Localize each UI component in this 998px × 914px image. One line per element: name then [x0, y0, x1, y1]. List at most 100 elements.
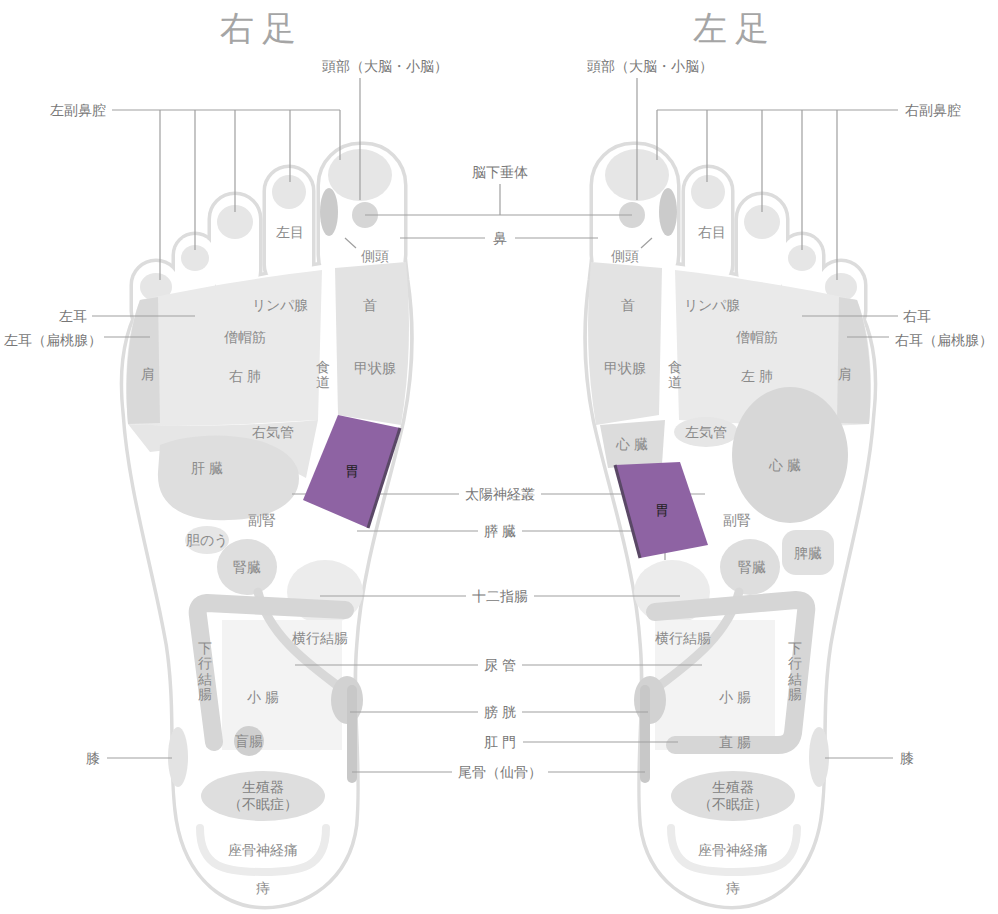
zone-label: 膝	[86, 750, 100, 767]
genital-zone: 生殖器 （不眠症）	[671, 771, 795, 821]
zone-label: 腎臓	[738, 559, 766, 576]
zone-label: 鼻	[493, 230, 507, 247]
zone-label: 十二指腸	[472, 588, 528, 605]
genital-zone: 生殖器 （不眠症）	[201, 771, 325, 821]
foot-outline	[587, 145, 874, 906]
leader-line	[107, 757, 893, 758]
zone-label: 右気管	[252, 424, 294, 441]
leader-line	[360, 78, 637, 200]
foot-title: 右足	[220, 8, 305, 49]
zone-label: 下行結腸	[788, 641, 802, 703]
cecum-zone	[234, 726, 264, 756]
zone-label: 左目	[276, 224, 304, 241]
colon-zone	[198, 603, 345, 742]
zone-label: 生殖器 （不眠症）	[221, 779, 305, 813]
genital-shape	[201, 771, 325, 821]
zone-label: 座骨神経痛	[228, 842, 298, 859]
foot-title: 左足	[693, 8, 778, 49]
zone-label: 副腎	[248, 512, 276, 529]
zone-label: 小 腸	[719, 689, 751, 706]
zone-label: 胆のう	[186, 532, 228, 549]
foot-outline	[123, 145, 410, 906]
zone-label: 膀 胱	[484, 704, 516, 721]
zone-label: 脳下垂体	[472, 164, 528, 181]
zone-label: 肩	[838, 366, 852, 383]
foot-fill	[587, 145, 874, 906]
zone-label: 生殖器 （不眠症）	[691, 779, 775, 813]
leader-line	[657, 110, 898, 280]
zone-label: 肝 臓	[191, 460, 223, 477]
zone-label: 心 臓	[616, 436, 648, 453]
zone-label: 副腎	[723, 512, 751, 529]
zone-label: リンパ腺	[684, 297, 740, 314]
stomach-shape	[303, 415, 400, 528]
leader-line	[523, 741, 678, 742]
zone-label: 膝	[900, 750, 914, 767]
foot-fill	[123, 145, 410, 906]
zone-label: 膵 臓	[484, 523, 516, 540]
zone-label: 痔	[726, 880, 740, 897]
zone-label: 尿 管	[484, 657, 516, 674]
leader-line	[112, 110, 340, 280]
zone-label: 肩	[141, 366, 155, 383]
zone-label: 左副鼻腔	[50, 102, 106, 119]
zone-label: 首	[363, 297, 377, 314]
stomach-zone: 胃	[615, 462, 708, 558]
zone-label: 頭部（大脳・小脳）	[587, 58, 713, 75]
heart-zone	[732, 387, 848, 523]
zone-label: 右 肺	[229, 368, 261, 385]
heart-zone	[600, 420, 665, 468]
zone-label: 食道	[668, 360, 682, 391]
zone-label: 右副鼻腔	[905, 102, 961, 119]
zone-label: 胃	[655, 502, 669, 519]
zone-label: 頭部（大脳・小脳）	[322, 58, 448, 75]
leader-line	[365, 184, 632, 215]
zone-label: 小 腸	[247, 689, 279, 706]
zone-label: 左 肺	[741, 368, 773, 385]
stomach-rim	[615, 465, 640, 558]
stomach-shape	[615, 462, 708, 558]
zone-label: 盲腸	[235, 733, 263, 750]
leader-line	[802, 316, 898, 337]
zone-label: 右耳	[903, 308, 931, 325]
zone-label: 側頭	[611, 248, 639, 265]
zone-label: 僧帽筋	[736, 329, 778, 346]
zone-label: 尾骨（仙骨）	[458, 764, 542, 781]
genital-shape	[671, 771, 795, 821]
leader-lines	[92, 78, 898, 772]
zone-label: 座骨神経痛	[698, 842, 768, 859]
zone-label: 痔	[256, 880, 270, 897]
zone-label: 首	[621, 297, 635, 314]
zone-label: 右耳（扁桃腺）	[895, 332, 993, 349]
liver-zone	[158, 435, 299, 520]
gallbladder-zone	[185, 526, 229, 554]
zone-label: 下行結腸	[198, 641, 212, 703]
zone-label: 脾臓	[794, 545, 822, 562]
colon-zone	[655, 600, 806, 745]
leader-line	[92, 316, 195, 337]
zone-label: 横行結腸	[292, 630, 348, 647]
foot-zones	[588, 149, 871, 872]
zone-label: 直 腸	[719, 734, 751, 751]
stomach-zone: 胃	[303, 415, 400, 528]
spleen-zone	[782, 530, 834, 575]
zone-label: 肛 門	[484, 734, 516, 751]
zone-label: 右目	[698, 224, 726, 241]
zone-label: 胃	[345, 463, 359, 480]
zone-label: 腎臓	[233, 559, 261, 576]
zone-label: 左耳（扁桃腺）	[4, 332, 102, 349]
zone-label: 左耳	[59, 308, 87, 325]
zone-label: 食道	[316, 360, 330, 391]
zone-label: 側頭	[361, 248, 389, 265]
foot-zones	[126, 149, 409, 872]
zone-label: 横行結腸	[655, 630, 711, 647]
zone-label: 甲状腺	[354, 360, 396, 377]
left-foot-zones	[600, 387, 848, 745]
zone-label: リンパ腺	[252, 297, 308, 314]
zone-label: 甲状腺	[604, 360, 646, 377]
zone-label: 左気管	[685, 424, 727, 441]
zone-label: 僧帽筋	[224, 329, 266, 346]
zone-label: 太陽神経叢	[465, 486, 535, 503]
bronchus-zone	[674, 417, 738, 447]
